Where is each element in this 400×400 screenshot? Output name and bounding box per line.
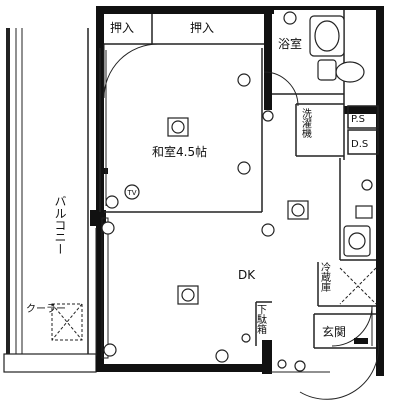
closet-label-1: 押入 <box>110 21 134 35</box>
refrigerator-label: 冷蔵庫 <box>319 261 331 293</box>
shoe-box-label: 下駄箱 <box>255 304 267 335</box>
air-conditioner-unit <box>51 303 83 341</box>
kitchen-fixtures <box>343 179 373 257</box>
refrigerator-space <box>339 267 377 305</box>
partitions <box>99 10 379 349</box>
dk-label: DK <box>238 268 256 282</box>
balcony: バルコニー <box>3 28 97 373</box>
bathroom-label: 浴室 <box>278 36 302 51</box>
washing-machine-label: 洗濯機 <box>300 108 312 139</box>
tv-outlet: TV <box>124 184 140 200</box>
tv-label: TV <box>126 189 136 197</box>
closet-label-2: 押入 <box>190 21 214 35</box>
sliding-doors <box>95 50 109 359</box>
entrance-label: 玄関 <box>322 324 346 339</box>
ds-label: D.S <box>351 139 368 150</box>
light-fixtures <box>167 117 309 305</box>
door-swings <box>103 43 379 400</box>
entrance-step <box>354 338 368 344</box>
bath-fixtures <box>309 15 365 83</box>
washitsu-label: 和室4.5帖 <box>152 144 207 159</box>
ps-label: P.S <box>351 114 365 125</box>
balcony-label: バルコニー <box>53 195 67 255</box>
outlet-symbols <box>101 11 306 372</box>
air-conditioner-label: クーラー <box>26 303 66 315</box>
